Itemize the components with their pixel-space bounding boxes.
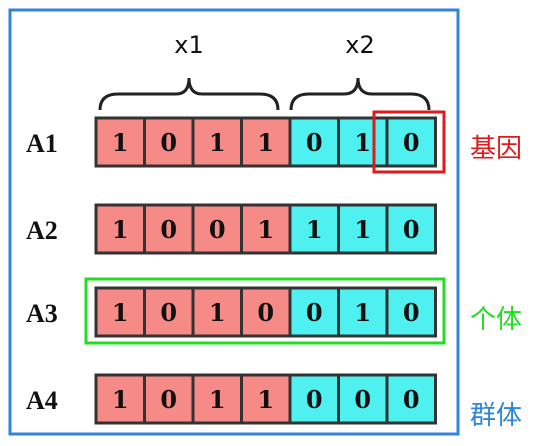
gene-cell-x1 xyxy=(240,203,292,255)
row-label: A1 xyxy=(26,129,58,158)
gene-value: 0 xyxy=(306,298,323,327)
gene-cell-x2 xyxy=(385,286,437,338)
gene-value: 0 xyxy=(306,385,323,414)
gene-value: 0 xyxy=(306,128,323,157)
gene-cell-x2 xyxy=(288,286,340,338)
gene-value: 1 xyxy=(354,298,371,327)
gene-value: 1 xyxy=(306,215,323,244)
gene-value: 1 xyxy=(209,385,226,414)
gene-value: 1 xyxy=(354,128,371,157)
gene-cell-x1 xyxy=(240,116,292,168)
gene-value: 1 xyxy=(257,128,274,157)
individual-label: 个体 xyxy=(470,305,522,335)
row-label: A3 xyxy=(26,299,58,328)
gene-value: 1 xyxy=(112,215,129,244)
gene-value: 1 xyxy=(354,215,371,244)
gene-cell-x1 xyxy=(191,116,243,168)
x1-label: x1 xyxy=(174,31,203,59)
x1-brace xyxy=(98,77,280,111)
gene-value: 1 xyxy=(112,298,129,327)
gene-value: 0 xyxy=(403,298,420,327)
gene-value: 0 xyxy=(403,385,420,414)
gene-value: 0 xyxy=(403,128,420,157)
gene-cell-x1 xyxy=(94,116,146,168)
gene-value: 0 xyxy=(160,298,177,327)
gene-value: 0 xyxy=(160,215,177,244)
individual-highlight-box xyxy=(84,277,446,345)
gene-value: 1 xyxy=(209,298,226,327)
gene-cell-x1 xyxy=(143,286,195,338)
gene-value: 0 xyxy=(257,298,274,327)
gene-cell-x1 xyxy=(94,203,146,255)
gene-cell-x1 xyxy=(191,373,243,425)
x2-brace xyxy=(289,77,431,111)
gene-label: 基因 xyxy=(470,134,522,164)
row-label: A4 xyxy=(26,386,58,415)
gene-cell-x1 xyxy=(94,373,146,425)
gene-highlight-box xyxy=(372,110,446,174)
population-label: 群体 xyxy=(470,401,522,431)
gene-cell-x1 xyxy=(191,286,243,338)
gene-value: 1 xyxy=(209,128,226,157)
gene-value: 1 xyxy=(112,128,129,157)
row-label: A2 xyxy=(26,216,58,245)
gene-cell-x1 xyxy=(143,203,195,255)
gene-value: 0 xyxy=(160,128,177,157)
gene-value: 1 xyxy=(257,385,274,414)
gene-cell-x2 xyxy=(385,116,437,168)
gene-value: 1 xyxy=(112,385,129,414)
gene-value: 0 xyxy=(160,385,177,414)
gene-cell-x2 xyxy=(385,373,437,425)
gene-cell-x2 xyxy=(337,286,389,338)
x2-label: x2 xyxy=(345,31,374,59)
gene-cell-x2 xyxy=(288,116,340,168)
population-frame xyxy=(8,8,460,436)
gene-value: 0 xyxy=(354,385,371,414)
gene-cell-x2 xyxy=(385,203,437,255)
gene-value: 0 xyxy=(209,215,226,244)
gene-value: 0 xyxy=(403,215,420,244)
gene-value: 1 xyxy=(257,215,274,244)
